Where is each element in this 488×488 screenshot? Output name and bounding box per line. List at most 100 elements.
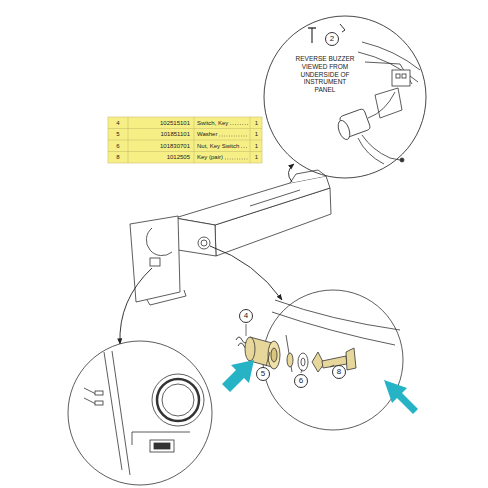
drawing-stroke [250, 190, 300, 206]
drawing-stroke [128, 117, 129, 163]
drawing-stroke [157, 379, 199, 421]
drawing-stroke [201, 240, 207, 246]
drawing-stroke [290, 170, 326, 183]
detail-outline [263, 15, 427, 179]
callout-circle: 4 [239, 309, 253, 323]
drawing-stroke [130, 216, 180, 302]
drawing-stroke [298, 353, 308, 371]
item-number: 6 [109, 143, 127, 149]
drawing-stroke [210, 246, 282, 300]
drawing-stroke [392, 70, 410, 86]
drawing-stroke [250, 117, 251, 163]
drawing-stroke [275, 300, 400, 330]
part-number: 102515101 [132, 120, 190, 126]
drawing-stroke [120, 268, 152, 344]
drawing-stroke [146, 228, 172, 256]
drawing-stroke [266, 352, 270, 366]
drawing-stroke [272, 312, 395, 345]
drawing-stroke [147, 290, 186, 305]
quantity: 1 [251, 154, 262, 160]
callout-circle: 2 [325, 32, 339, 46]
drawing-stroke [288, 164, 294, 182]
drawing-stroke [222, 360, 254, 392]
drawing-stroke [362, 42, 420, 70]
drawing-stroke [150, 440, 174, 452]
dot-leader [230, 124, 248, 125]
part-number: 101830701 [132, 143, 190, 149]
drawing-stroke [108, 117, 262, 163]
pointer-arrow [222, 360, 418, 414]
drawing-stroke [301, 358, 305, 366]
part-number: 1012505 [132, 154, 190, 160]
leader-line [246, 324, 334, 373]
drawing-stroke [346, 348, 356, 370]
callout-number: 2 [330, 35, 334, 43]
detail-circle [264, 16, 426, 178]
drawing-stroke [112, 351, 130, 475]
callout-number: 5 [261, 370, 265, 378]
drawing-stroke [301, 369, 302, 373]
parts-table [108, 117, 262, 163]
part-description: Washer [197, 131, 217, 137]
drawing-stroke [84, 388, 96, 394]
drawing-stroke [384, 380, 418, 414]
part-description: Key (pair) [197, 154, 223, 160]
drawing-stroke [152, 374, 204, 426]
drawing-stroke [311, 28, 312, 43]
drawing-stroke [340, 24, 345, 32]
quantity: 1 [251, 143, 262, 149]
drawing-stroke [162, 384, 194, 416]
drawing-stroke [84, 398, 96, 404]
callout-number: 4 [244, 312, 248, 320]
callout-circle: 5 [256, 367, 270, 381]
dot-leader [225, 159, 248, 160]
drawing-stroke [268, 341, 280, 369]
callout-number: 6 [299, 377, 303, 385]
drawing-stroke [132, 432, 190, 433]
drawing-stroke [104, 352, 122, 470]
callout-number: 8 [337, 368, 341, 376]
key-switch-detail [236, 290, 403, 430]
item-number: 5 [109, 131, 127, 137]
drawing-stroke [396, 74, 400, 78]
part-number: 101851101 [132, 131, 190, 137]
view-arrow [120, 164, 294, 344]
drawing-stroke [108, 151, 262, 152]
drawing-stroke [95, 401, 103, 405]
drawing-stroke [150, 258, 160, 266]
quantity: 1 [251, 120, 262, 126]
dot-leader [219, 136, 248, 137]
item-number: 8 [109, 154, 127, 160]
part-description: Nut, Key Switch [197, 143, 239, 149]
drawing-stroke [194, 117, 195, 163]
callout-circle: 8 [332, 365, 346, 379]
drawing-stroke [246, 324, 247, 336]
dot-leader [241, 147, 248, 148]
drawing-stroke [175, 218, 216, 256]
drawing-stroke [175, 176, 330, 225]
drawing-stroke [368, 92, 395, 118]
drawing-stroke [271, 348, 277, 362]
quantity: 1 [251, 131, 262, 137]
gauge-detail [68, 341, 212, 485]
drawing-stroke [358, 138, 384, 164]
instrument-panel [130, 170, 331, 305]
dot-leaders [219, 125, 248, 160]
drawing-stroke [287, 353, 293, 367]
view-note: REVERSE BUZZER VIEWED FROM UNDERSIDE OF … [293, 55, 357, 94]
drawing-stroke [154, 443, 170, 449]
drawing-stroke [336, 119, 352, 141]
part-description: Switch, Key [197, 120, 228, 126]
drawing-stroke [362, 135, 400, 160]
detail-view-circle: REVERSE BUZZER VIEWED FROM UNDERSIDE OF … [263, 15, 427, 179]
drawing-stroke [95, 391, 103, 395]
drawing-stroke [245, 337, 255, 361]
item-number: 4 [109, 120, 127, 126]
drawing-stroke [286, 335, 292, 372]
drawing-stroke [108, 128, 262, 129]
callout-circle: 6 [294, 374, 308, 388]
drawing-stroke [132, 432, 133, 445]
